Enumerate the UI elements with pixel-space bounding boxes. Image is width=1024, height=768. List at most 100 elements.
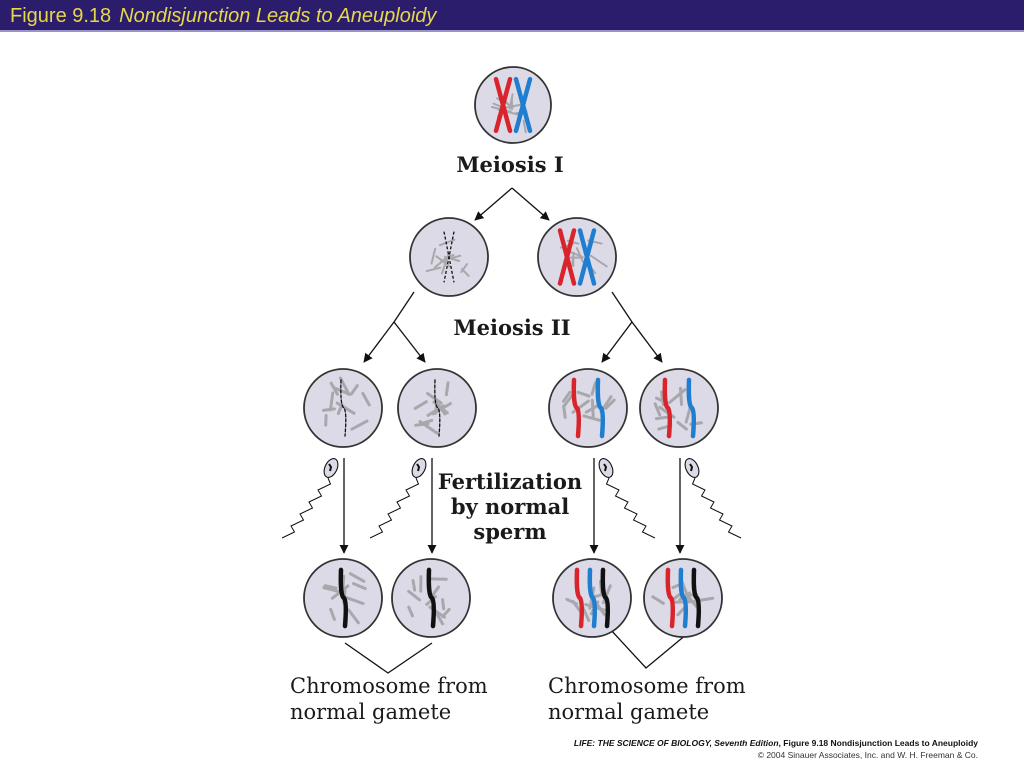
chromosome-red xyxy=(665,567,676,629)
label-chromosome-left-line2: normal gamete xyxy=(290,700,451,724)
footer-figure-ref: , Figure 9.18 Nondisjunction Leads to An… xyxy=(778,738,978,748)
meiosis2-cell-2 xyxy=(397,368,477,448)
cell-membrane xyxy=(548,368,628,448)
chromatid xyxy=(493,76,513,134)
background-chromosome xyxy=(562,390,572,403)
labels: Meiosis I Meiosis II Fertilization by no… xyxy=(290,152,746,724)
sperm-nucleus xyxy=(603,463,608,472)
background-chromosome xyxy=(335,401,356,415)
background-chromosome xyxy=(522,119,527,134)
arrows xyxy=(339,187,694,674)
meiosis1-cell-empty xyxy=(409,217,489,297)
footer-citation: LIFE: THE SCIENCE OF BIOLOGY, Seventh Ed… xyxy=(574,737,978,761)
figure-number: Figure 9.18 xyxy=(10,5,112,27)
missing-chromosome-outline xyxy=(443,231,455,283)
chromatid xyxy=(577,228,597,286)
label-meiosis-1: Meiosis I xyxy=(456,152,563,177)
meiosis1-cell-both xyxy=(537,217,617,297)
zygote-monosomy-2 xyxy=(391,558,471,638)
background-chromosome xyxy=(329,607,336,621)
arrow-meiosis2-ll xyxy=(363,321,395,363)
background-chromosome xyxy=(328,391,335,412)
chromosome-black xyxy=(426,567,437,629)
label-chromosome-left-line1: Chromosome from xyxy=(290,674,488,698)
chromatid xyxy=(557,228,577,286)
zygote-trisomy-4 xyxy=(643,558,723,638)
sperm-tail xyxy=(281,477,332,539)
arrow-stem-right xyxy=(611,291,633,323)
missing-chromosome-outline xyxy=(434,379,441,437)
background-chromosome xyxy=(676,420,688,431)
chromosome-blue xyxy=(587,567,598,629)
background-chromosome xyxy=(438,238,456,247)
connector-right xyxy=(609,628,694,669)
background-chromosome xyxy=(431,402,452,416)
background-chromosome xyxy=(349,384,359,396)
arrow-meiosis2-rl xyxy=(601,321,633,363)
chromosome-red xyxy=(574,567,585,629)
background-chromosome xyxy=(430,247,437,265)
connector-left xyxy=(344,642,433,674)
chromosome-black xyxy=(600,567,611,629)
background-chromosome xyxy=(407,589,422,602)
parent-cell xyxy=(474,66,552,144)
label-meiosis-2: Meiosis II xyxy=(453,315,570,340)
background-chromosome xyxy=(576,390,591,398)
sperm-1 xyxy=(281,458,339,539)
background-chromosome xyxy=(435,255,451,268)
background-chromosome xyxy=(653,402,662,417)
background-chromosome xyxy=(440,254,462,262)
label-fertilization-line3: sperm xyxy=(473,519,546,544)
sperm-4 xyxy=(684,458,742,539)
background-chromosome xyxy=(407,605,414,618)
sperm-group xyxy=(281,458,742,539)
background-chromosome xyxy=(322,586,343,594)
chromosome-red xyxy=(662,377,673,439)
background-chromosome xyxy=(411,578,417,592)
background-chromosome xyxy=(651,595,665,605)
background-chromosome xyxy=(352,582,367,591)
background-chromosome xyxy=(361,391,371,407)
chromatid xyxy=(513,76,533,134)
background-chromosome xyxy=(323,584,338,590)
background-chromosome xyxy=(425,266,442,273)
chromosome-black xyxy=(691,567,702,629)
sperm-2 xyxy=(369,458,427,539)
arrow-meiosis2-lr xyxy=(393,321,426,363)
background-chromosome xyxy=(571,399,590,414)
missing-chromosome-outline xyxy=(340,379,347,437)
background-chromosome xyxy=(321,407,336,412)
background-chromosome xyxy=(444,381,450,397)
label-fertilization-line2: by normal xyxy=(451,494,569,519)
background-chromosome xyxy=(590,398,595,421)
background-chromosome xyxy=(676,606,687,617)
footer-book-title: LIFE: THE SCIENCE OF BIOLOGY, Seventh Ed… xyxy=(573,738,779,748)
background-chromosome xyxy=(668,388,687,405)
chromosome-blue xyxy=(686,377,697,439)
chromosome-black xyxy=(338,567,349,629)
zygote-monosomy-1 xyxy=(303,558,383,638)
arrow-meiosis1-left xyxy=(474,187,513,221)
sperm-nucleus xyxy=(328,463,333,472)
background-chromosome xyxy=(347,608,360,625)
background-chromosome xyxy=(332,386,351,396)
cell-membrane xyxy=(639,368,719,448)
background-chromosome xyxy=(678,386,684,406)
background-chromosome xyxy=(684,406,692,424)
chromosome-blue xyxy=(595,377,606,439)
background-chromosome xyxy=(419,418,434,426)
chromosome-blue xyxy=(678,567,689,629)
background-chromosome xyxy=(348,572,366,583)
background-chromosome xyxy=(570,251,575,267)
zygote-trisomy-3 xyxy=(552,558,632,638)
background-chromosome xyxy=(685,593,699,610)
sperm-tail xyxy=(369,477,420,539)
meiosis2-cell-3 xyxy=(548,368,628,448)
background-chromosome xyxy=(582,414,602,422)
label-chromosome-right-line1: Chromosome from xyxy=(548,674,746,698)
label-chromosome-right-line2: normal gamete xyxy=(548,700,709,724)
footer-copyright: © 2004 Sinauer Associates, Inc. and W. H… xyxy=(757,750,978,760)
background-chromosome xyxy=(590,381,597,396)
